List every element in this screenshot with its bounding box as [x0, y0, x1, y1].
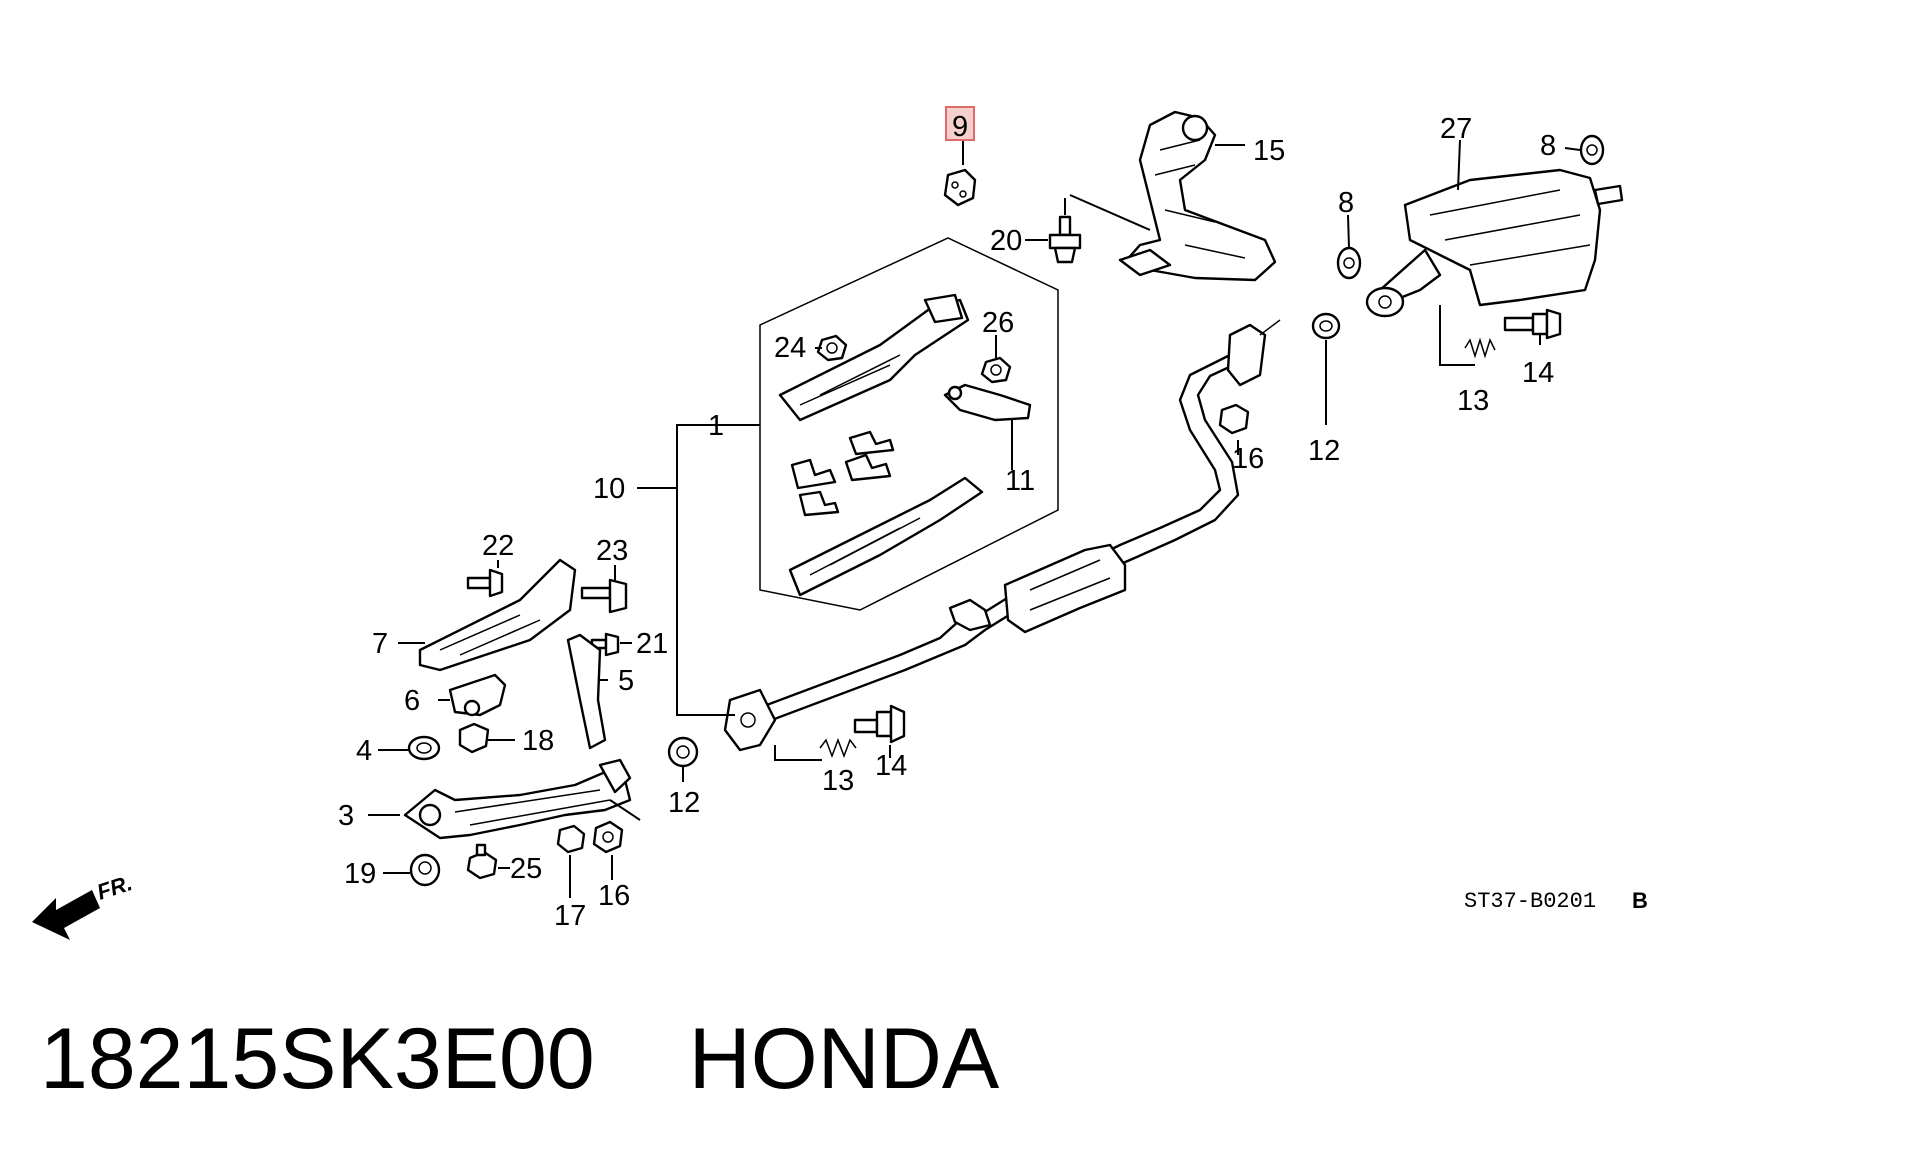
callout-13-left[interactable]: 13	[822, 765, 854, 797]
callout-22[interactable]: 22	[482, 530, 514, 562]
front-pipe-3	[403, 758, 632, 840]
heat-shield-group-outline	[759, 237, 1059, 611]
callout-17[interactable]: 17	[554, 900, 586, 932]
resonator	[1003, 543, 1127, 634]
bracket-11	[943, 383, 1032, 422]
callout-1[interactable]: 1	[708, 410, 724, 442]
callout-16-bottom[interactable]: 16	[598, 880, 630, 912]
callout-labels: 9 15 27 8 8 20 24 26 1 10 11 16 12 13 14…	[338, 111, 1556, 932]
callout-6[interactable]: 6	[404, 685, 420, 717]
callout-5[interactable]: 5	[618, 665, 634, 697]
diagram-code-text: ST37-B0201	[1464, 889, 1596, 914]
lower-heat-shield	[788, 476, 984, 597]
bolt-23	[580, 578, 628, 614]
callout-8-mid[interactable]: 8	[1338, 187, 1354, 219]
leader-lines	[368, 139, 1581, 898]
bolt-25	[466, 843, 498, 880]
nut-26	[980, 356, 1012, 384]
rubber-mount-8-top	[1579, 134, 1605, 166]
callout-25[interactable]: 25	[510, 853, 542, 885]
callout-18[interactable]: 18	[522, 725, 554, 757]
front-direction-arrow: FR.	[32, 870, 135, 940]
gasket-12-right	[1311, 312, 1341, 340]
callout-14-left[interactable]: 14	[875, 750, 907, 782]
callout-14-right[interactable]: 14	[1522, 357, 1554, 389]
spring-13-right	[1464, 337, 1496, 359]
bracket-7	[418, 558, 577, 672]
rubber-mount-8-mid	[1336, 246, 1362, 280]
callout-4[interactable]: 4	[356, 735, 372, 767]
brand-name: HONDA	[688, 1011, 1000, 1107]
callout-16-mid[interactable]: 16	[1232, 443, 1264, 475]
bolt-22	[466, 568, 504, 598]
callout-19[interactable]: 19	[344, 858, 376, 890]
callout-3[interactable]: 3	[338, 800, 354, 832]
bolt-20	[1048, 215, 1082, 264]
gasket-4	[407, 735, 441, 761]
callout-13-right[interactable]: 13	[1457, 385, 1489, 417]
nut-16-mid	[1218, 403, 1250, 435]
callout-10[interactable]: 10	[593, 473, 625, 505]
footer-caption: 18215SK3E00 HONDA	[40, 1010, 999, 1120]
pipe-hanger	[1226, 319, 1281, 387]
arrow-left-icon	[32, 890, 100, 940]
callout-24[interactable]: 24	[774, 332, 806, 364]
callout-9[interactable]: 9	[952, 111, 968, 143]
callout-7[interactable]: 7	[372, 628, 388, 660]
bolt-14-left	[853, 704, 906, 744]
hanger-hook	[948, 598, 992, 632]
nut-17	[556, 824, 586, 854]
muffler-27	[1378, 168, 1624, 307]
gasket-12-left	[667, 736, 699, 768]
callout-11[interactable]: 11	[1005, 465, 1035, 497]
nut-16-bottom	[592, 820, 624, 854]
callout-23[interactable]: 23	[596, 535, 628, 567]
callout-8-top[interactable]: 8	[1540, 130, 1556, 162]
bracket-6	[448, 673, 507, 717]
rear-flange	[1365, 286, 1405, 318]
bolt-14-right	[1503, 308, 1562, 340]
nut-18	[458, 722, 490, 754]
callout-12-right[interactable]: 12	[1308, 435, 1340, 467]
callout-20[interactable]: 20	[990, 225, 1022, 257]
callout-21[interactable]: 21	[636, 628, 668, 660]
bracket-5	[566, 633, 607, 750]
catalytic-converter-15	[1118, 110, 1277, 282]
mounting-rubber-9	[943, 168, 977, 207]
part-number: 18215SK3E00	[40, 1011, 595, 1107]
front-flange	[723, 688, 777, 752]
callout-15[interactable]: 15	[1253, 135, 1285, 167]
diagram-code-suffix: B	[1632, 888, 1648, 913]
nut-19	[409, 853, 441, 887]
clamp-brackets	[790, 430, 895, 517]
callout-27[interactable]: 27	[1440, 113, 1472, 145]
callout-26[interactable]: 26	[982, 307, 1014, 339]
nut-24	[816, 334, 848, 362]
upper-heat-shield	[778, 293, 970, 422]
highlight-box	[945, 106, 975, 141]
direction-label: FR.	[94, 870, 135, 905]
callout-12-left[interactable]: 12	[668, 787, 700, 819]
spring-13-left	[819, 737, 857, 759]
diagram-code: ST37-B0201 B	[1464, 888, 1648, 914]
